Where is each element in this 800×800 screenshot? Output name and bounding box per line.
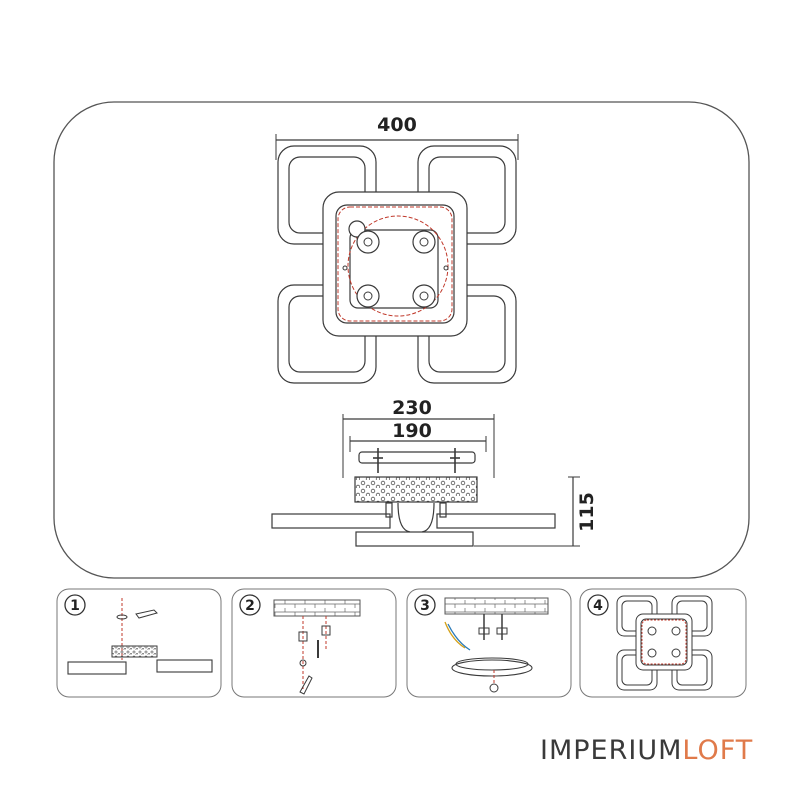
dim-base-width: 230 bbox=[392, 397, 432, 419]
step-2-panel bbox=[231, 588, 397, 698]
top-view bbox=[275, 134, 519, 384]
side-view bbox=[271, 414, 580, 547]
main-panel bbox=[53, 101, 750, 579]
step-4-number: 4 bbox=[593, 598, 603, 614]
step-1-number: 1 bbox=[70, 598, 80, 614]
brand-main: IMPERIUM bbox=[540, 735, 683, 766]
step-3-panel bbox=[406, 588, 572, 698]
dim-top-width: 400 bbox=[377, 114, 417, 136]
brand-logo: IMPERIUMLOFT bbox=[540, 735, 753, 766]
brand-accent: LOFT bbox=[682, 735, 754, 766]
step-3-number: 3 bbox=[420, 598, 430, 614]
step-2-number: 2 bbox=[245, 598, 255, 614]
step-1-panel bbox=[56, 588, 222, 698]
dim-height: 115 bbox=[576, 492, 598, 532]
step-4-panel bbox=[579, 588, 747, 698]
dim-mount-width: 190 bbox=[392, 420, 432, 442]
